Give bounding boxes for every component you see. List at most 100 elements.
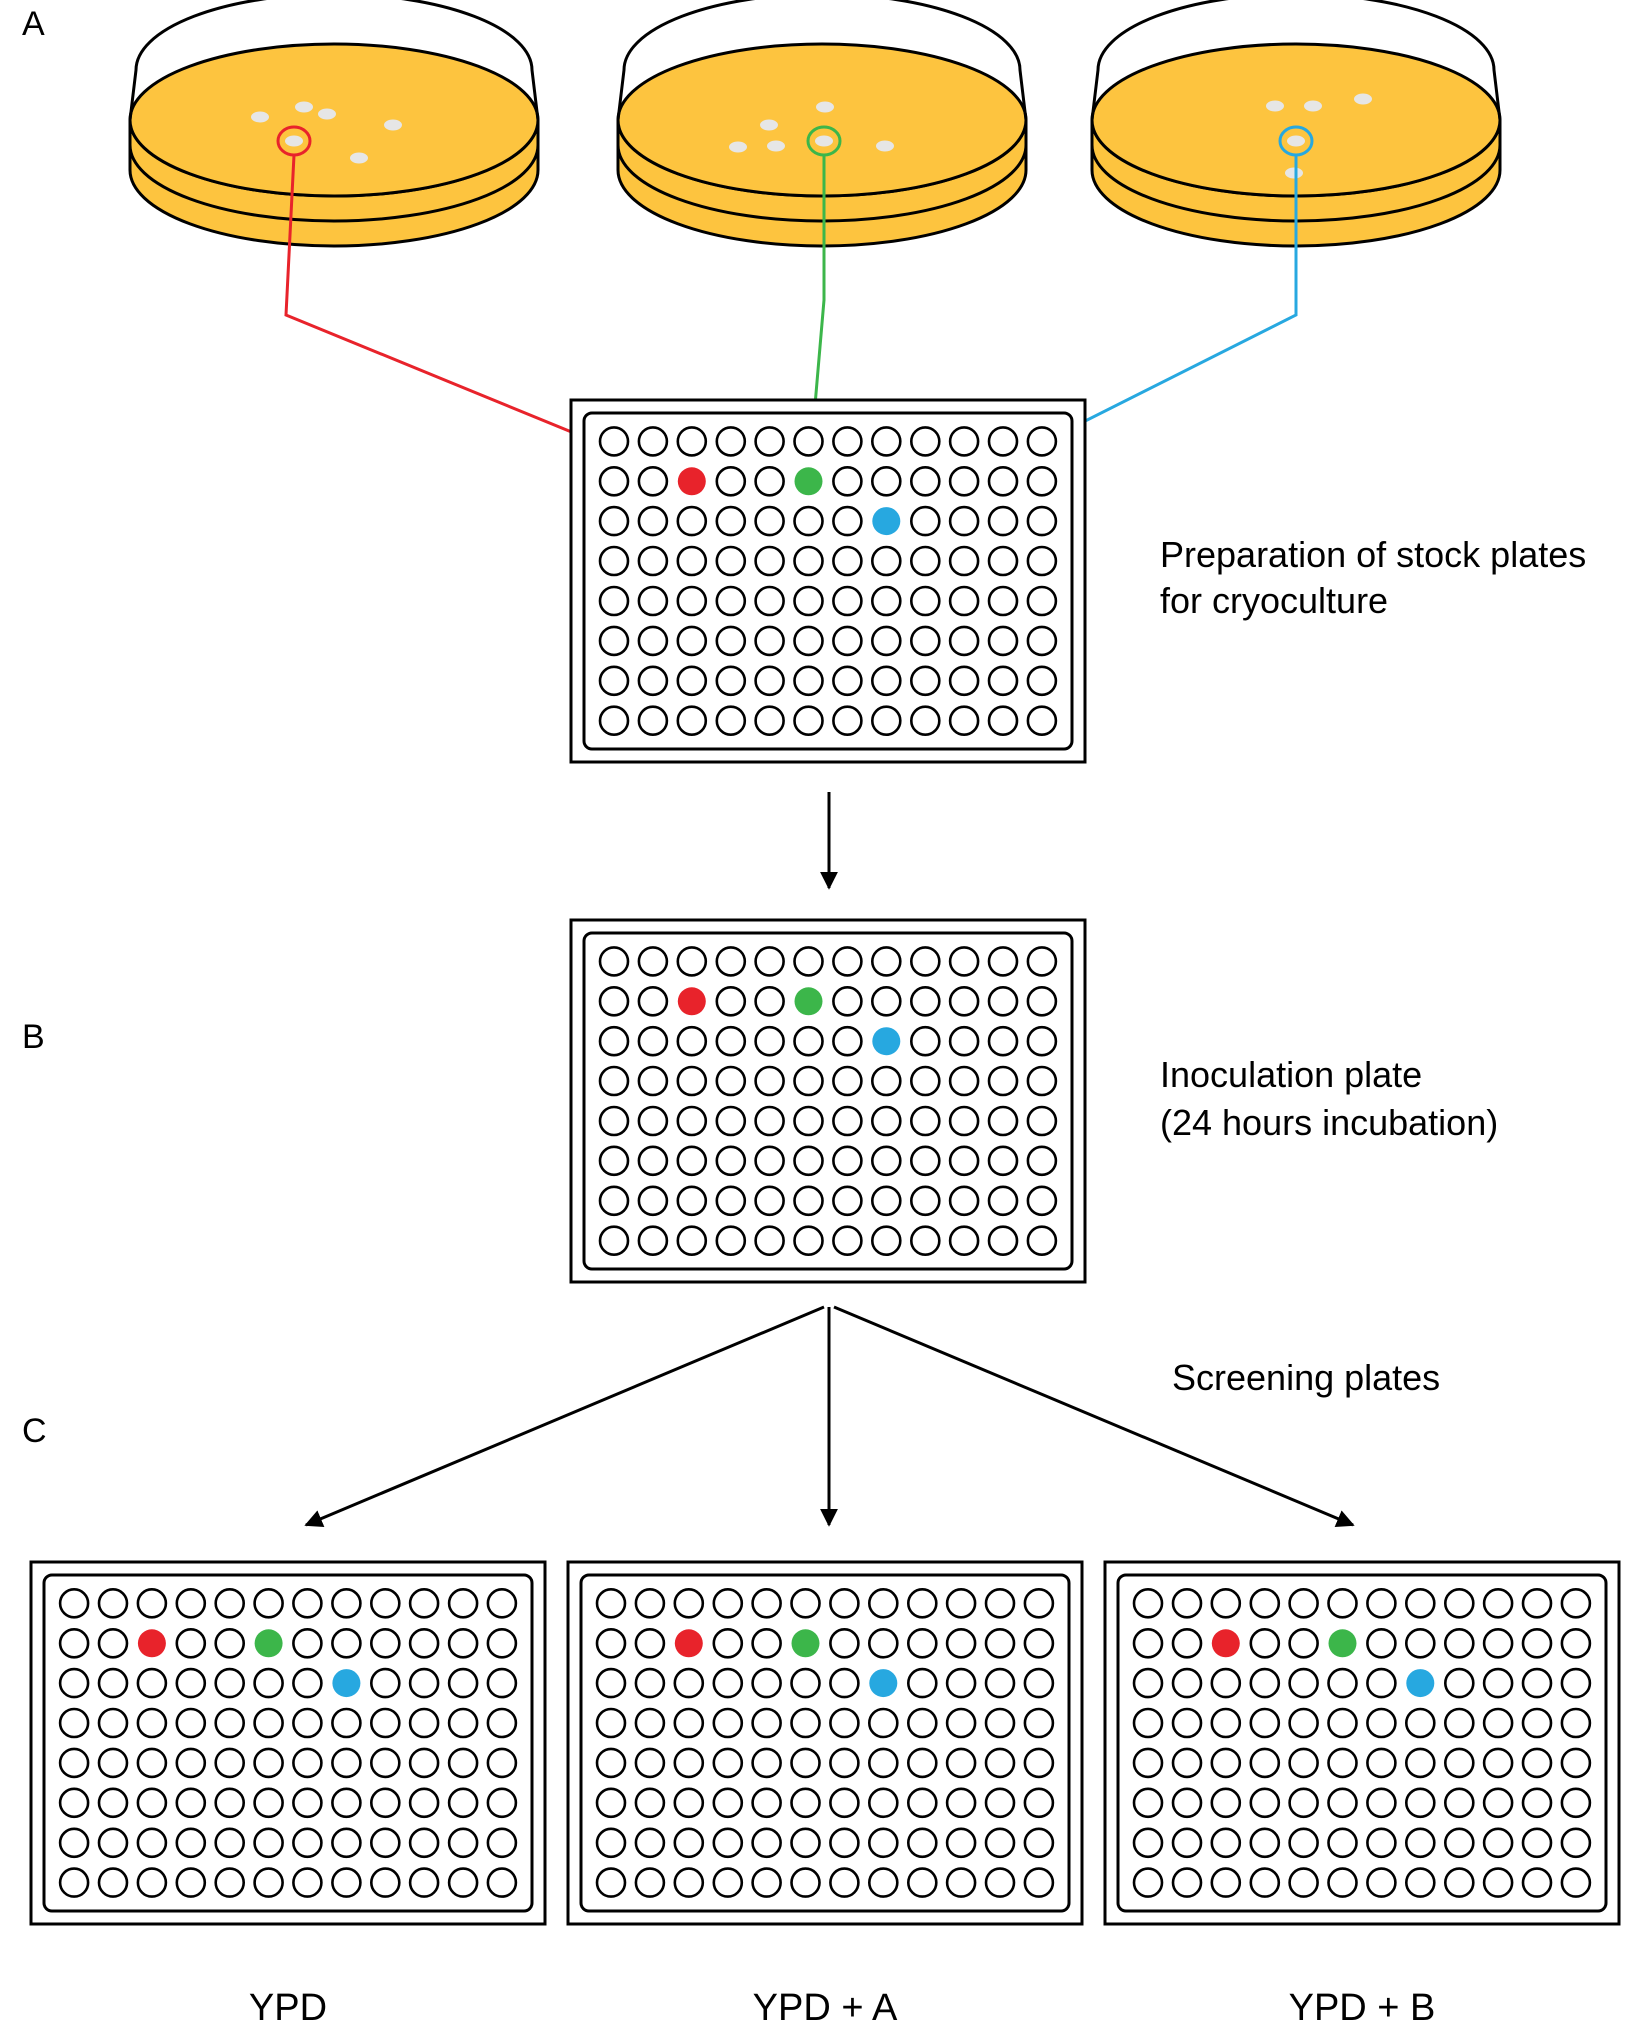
well xyxy=(331,1747,362,1779)
well xyxy=(1210,1827,1242,1859)
well xyxy=(1132,1787,1164,1819)
well xyxy=(1521,1747,1553,1779)
well xyxy=(829,1747,860,1779)
well xyxy=(1560,1707,1592,1739)
well xyxy=(1366,1667,1397,1699)
well xyxy=(447,1827,479,1859)
well xyxy=(870,426,902,457)
well xyxy=(253,1707,284,1739)
well xyxy=(870,1185,902,1217)
well xyxy=(1026,1025,1058,1057)
well xyxy=(595,1707,627,1739)
well xyxy=(369,1628,401,1659)
well xyxy=(97,1747,129,1779)
well xyxy=(447,1667,479,1699)
well xyxy=(832,946,863,977)
well xyxy=(1521,1867,1553,1898)
well xyxy=(1026,705,1058,737)
well xyxy=(598,1105,630,1137)
plate-outer-frame xyxy=(569,398,1087,764)
well xyxy=(751,1787,782,1819)
well xyxy=(58,1707,90,1739)
well xyxy=(634,1628,666,1659)
well xyxy=(715,665,747,697)
well xyxy=(987,1065,1019,1097)
well xyxy=(751,1827,782,1859)
dish-rim-line xyxy=(616,144,1028,223)
well xyxy=(1327,1667,1358,1699)
well xyxy=(867,1787,899,1819)
well xyxy=(1132,1827,1164,1859)
well-highlighted xyxy=(137,1629,166,1658)
well xyxy=(136,1588,168,1619)
well xyxy=(1521,1667,1553,1699)
panel-label-c: C xyxy=(22,1412,47,1450)
plate-inner-frame xyxy=(582,931,1074,1271)
well xyxy=(945,1867,977,1898)
well xyxy=(175,1867,207,1898)
well xyxy=(754,545,785,577)
colony xyxy=(1304,100,1322,112)
well xyxy=(1327,1827,1358,1859)
well xyxy=(1521,1588,1553,1619)
well xyxy=(948,1105,980,1137)
well xyxy=(790,1867,821,1898)
well xyxy=(292,1787,323,1819)
well xyxy=(870,625,902,657)
well xyxy=(369,1867,401,1898)
colony xyxy=(760,119,778,131)
well xyxy=(1366,1827,1397,1859)
well xyxy=(408,1787,440,1819)
colony xyxy=(816,101,834,113)
well xyxy=(987,505,1019,537)
well xyxy=(909,1185,941,1217)
well xyxy=(598,465,630,497)
well xyxy=(1327,1588,1358,1619)
well xyxy=(1327,1787,1358,1819)
well xyxy=(408,1588,440,1619)
well xyxy=(984,1628,1016,1659)
well xyxy=(832,705,863,737)
well xyxy=(754,985,785,1017)
transfer-line xyxy=(284,154,693,483)
well xyxy=(673,1787,705,1819)
well xyxy=(175,1787,207,1819)
panel-label-b: B xyxy=(22,1018,45,1056)
well xyxy=(598,705,630,737)
well xyxy=(793,505,824,537)
well xyxy=(1560,1827,1592,1859)
well xyxy=(408,1867,440,1898)
colony xyxy=(295,101,313,113)
well xyxy=(987,585,1019,617)
well xyxy=(832,625,863,657)
well xyxy=(58,1588,90,1619)
well xyxy=(987,1105,1019,1137)
well xyxy=(1026,985,1058,1017)
well-highlighted xyxy=(791,1629,820,1658)
well xyxy=(1521,1827,1553,1859)
well xyxy=(1288,1827,1319,1859)
well xyxy=(1210,1747,1242,1779)
well xyxy=(1444,1867,1475,1898)
well xyxy=(793,1025,824,1057)
well xyxy=(292,1707,323,1739)
well xyxy=(793,1105,824,1137)
well xyxy=(1132,1588,1164,1619)
well xyxy=(1288,1747,1319,1779)
well xyxy=(598,1065,630,1097)
well xyxy=(1405,1867,1436,1898)
well xyxy=(832,1025,863,1057)
well xyxy=(1482,1707,1514,1739)
well xyxy=(673,1867,705,1898)
well xyxy=(909,426,941,457)
well xyxy=(1249,1667,1281,1699)
well xyxy=(214,1667,245,1699)
well xyxy=(408,1628,440,1659)
well xyxy=(634,1827,666,1859)
well xyxy=(909,1065,941,1097)
well xyxy=(1560,1747,1592,1779)
colony xyxy=(251,111,269,123)
dish-lid xyxy=(616,0,1028,121)
well xyxy=(676,946,708,977)
well xyxy=(97,1588,129,1619)
